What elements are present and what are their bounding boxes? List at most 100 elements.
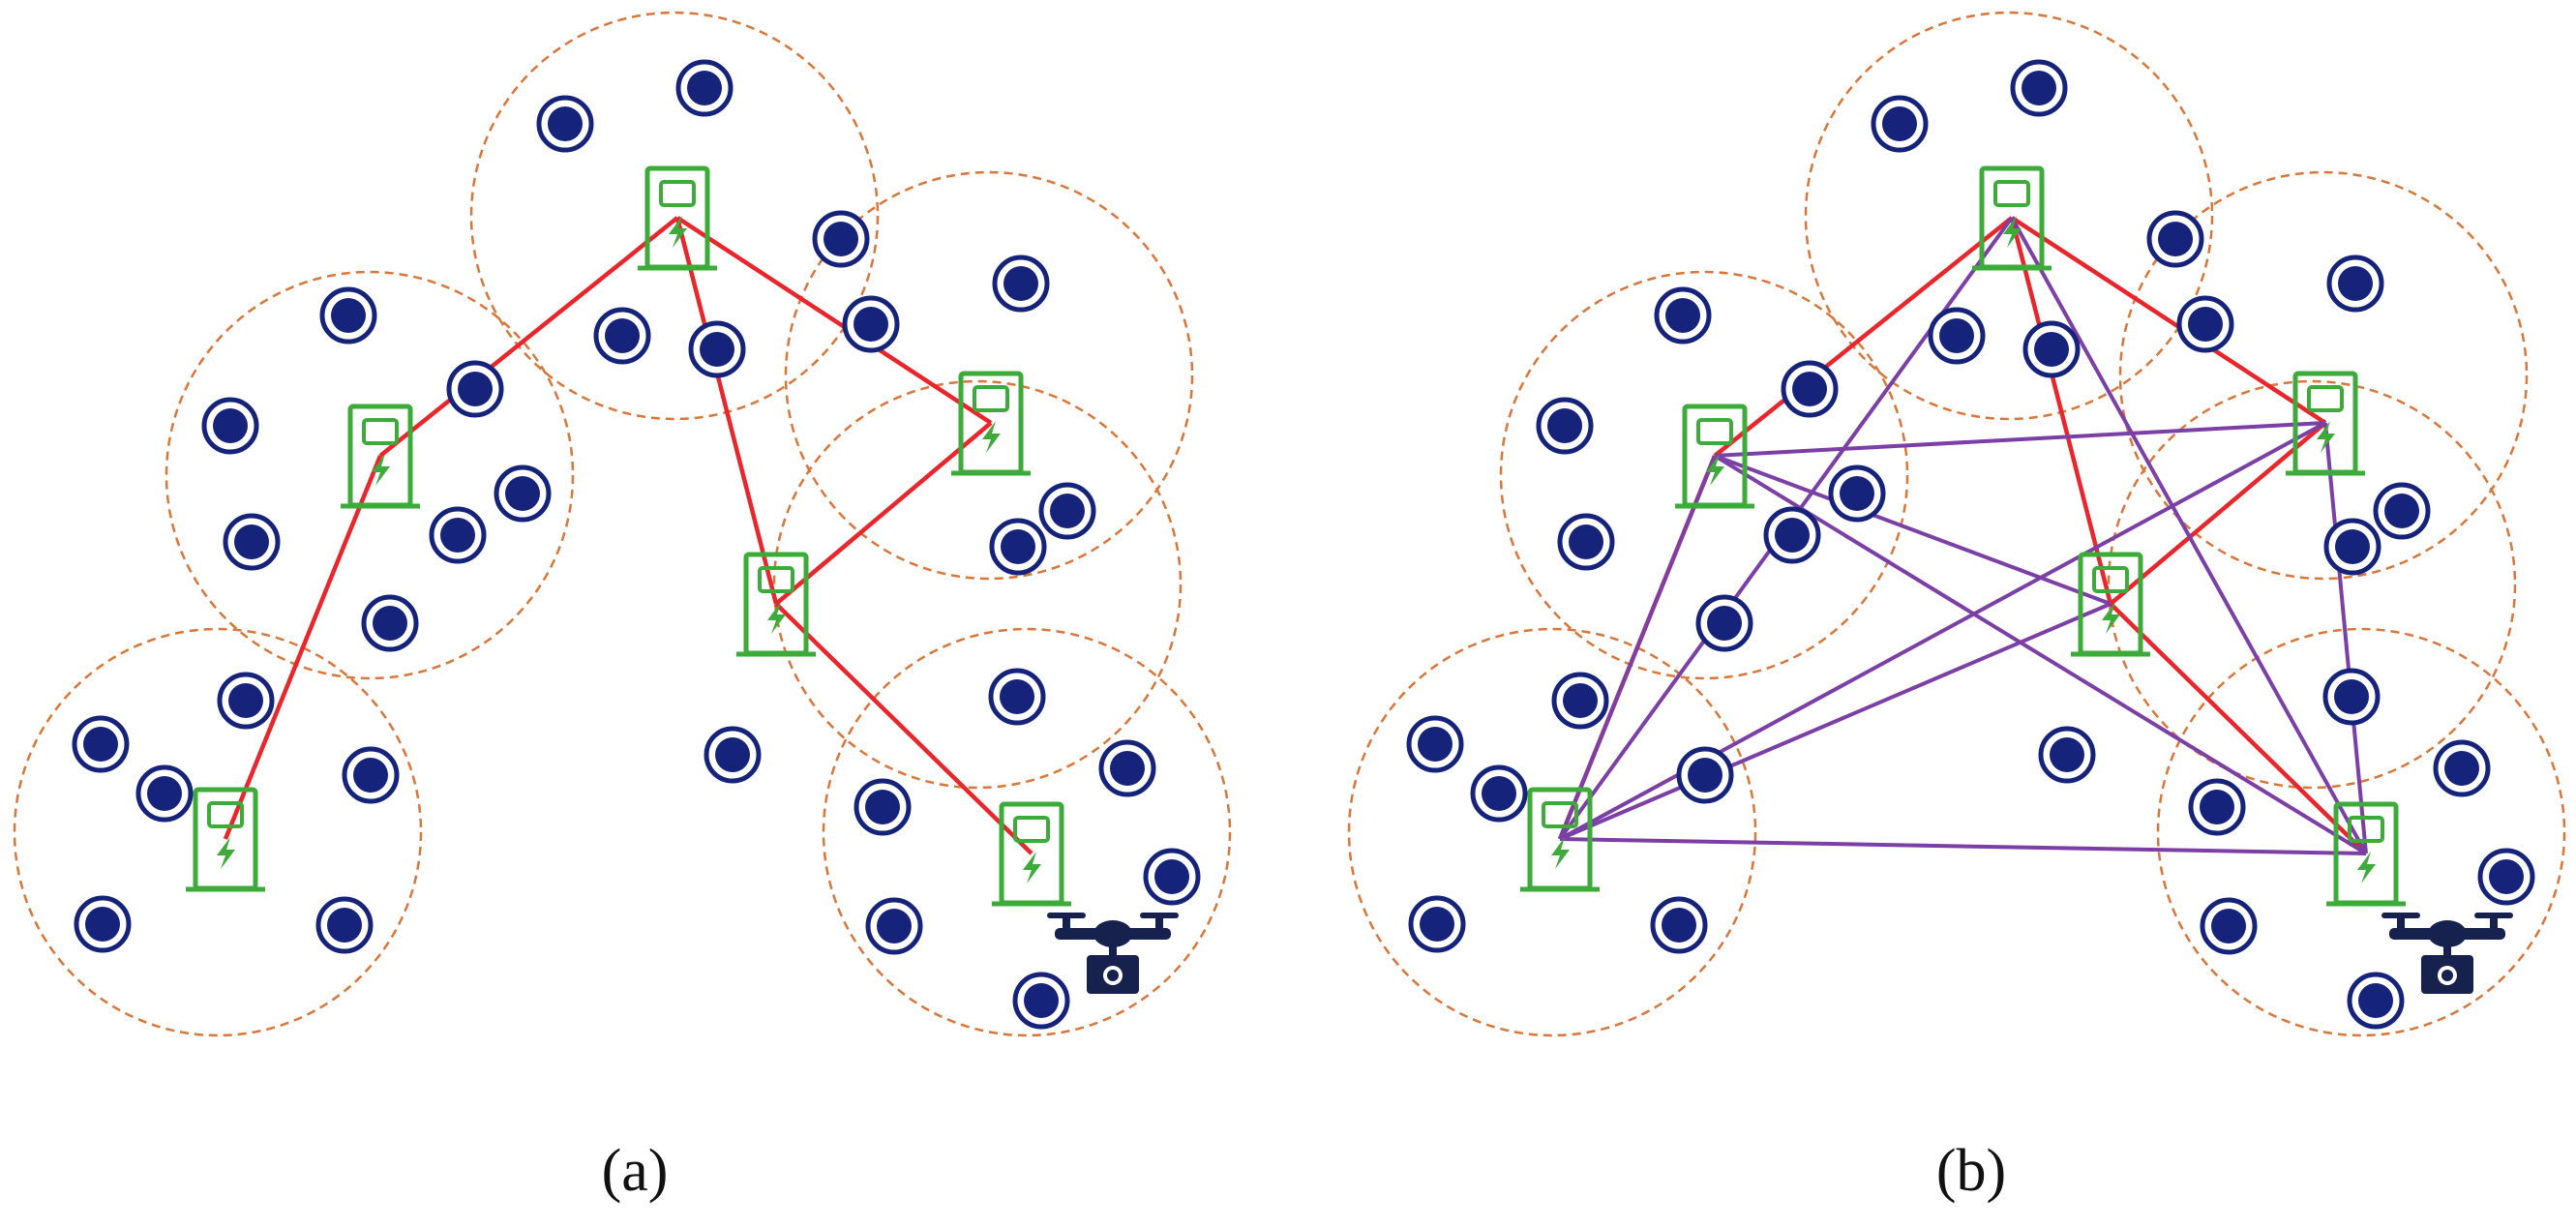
- sensor-node-icon: [342, 746, 400, 804]
- cluster-boundary: [1804, 11, 2214, 421]
- sensor-node-icon: [2322, 668, 2381, 726]
- sensor-node-icon: [988, 668, 1046, 726]
- sensor-node-icon: [2323, 518, 2381, 576]
- sensor-node-icon: [2326, 255, 2384, 313]
- sensor-node-icon: [2146, 210, 2204, 268]
- mesh-link: [1714, 454, 2112, 606]
- cluster-boundary: [2118, 170, 2529, 581]
- tree-link: [674, 217, 779, 605]
- cluster-boundary: [2156, 627, 2566, 1037]
- sensor-node-icon: [812, 210, 870, 268]
- sensor-node-icon: [1654, 286, 1712, 344]
- sensor-node-icon: [319, 286, 377, 344]
- sensor-node-icon: [1408, 895, 1466, 953]
- sensor-node-icon: [2038, 726, 2096, 784]
- tree-link: [774, 602, 1033, 855]
- cluster-boundary: [1499, 270, 1909, 680]
- sensor-node-icon: [675, 59, 734, 117]
- sensor-node-icon: [223, 513, 281, 571]
- cluster-boundary: [784, 170, 1194, 581]
- sensor-node-icon: [989, 518, 1047, 576]
- sensor-node-icon: [2200, 897, 2258, 955]
- charging-station-icon: [1675, 404, 1754, 509]
- tree-link: [2109, 602, 2368, 855]
- tree-link: [223, 455, 383, 840]
- sensor-node-icon: [2347, 972, 2405, 1030]
- sensor-node-icon: [2188, 778, 2246, 836]
- sensor-node-icon: [2010, 59, 2068, 117]
- sensor-node-icon: [1012, 972, 1070, 1030]
- tree-link: [378, 216, 679, 458]
- sensor-node-icon: [1928, 307, 1986, 365]
- tree-link: [1713, 216, 2014, 458]
- sensor-node-icon: [315, 896, 374, 954]
- charging-stations: [186, 165, 1071, 907]
- panel-a-caption: (a): [601, 1138, 669, 1204]
- charging-station-icon: [2286, 371, 2365, 476]
- drone-icon: [1047, 913, 1179, 994]
- panel-b-caption: (b): [1935, 1138, 2007, 1204]
- sensor-node-icon: [361, 594, 419, 652]
- panel-a: [13, 11, 1232, 1037]
- panel-b: [1347, 11, 2566, 1037]
- sensor-node-icon: [72, 715, 130, 773]
- sensor-node-icon: [593, 307, 651, 365]
- sensor-node-icon: [1557, 513, 1615, 571]
- cluster-boundary: [165, 270, 575, 680]
- links: [223, 216, 1033, 855]
- sensor-node-icon: [1536, 397, 1594, 455]
- cluster-ranges: [1347, 11, 2566, 1037]
- charging-station-icon: [341, 404, 420, 509]
- sensor-node-icon: [217, 672, 275, 730]
- charging-station-icon: [186, 787, 265, 892]
- sensor-node-icon: [2022, 320, 2081, 378]
- sensor-node-icon: [74, 895, 132, 953]
- sensor-node-icon: [2477, 848, 2535, 906]
- mesh-link: [1714, 421, 2326, 458]
- sensor-node-icon: [992, 255, 1050, 313]
- tree-link: [2009, 217, 2113, 605]
- sensor-node-icon: [536, 95, 594, 153]
- charging-station-icon: [2326, 801, 2406, 907]
- sensor-node-icon: [1695, 594, 1753, 652]
- sensor-node-icon: [1098, 739, 1156, 797]
- tree-link: [2109, 421, 2327, 606]
- charging-station-icon: [992, 801, 1071, 907]
- sensor-node-icon: [704, 726, 762, 784]
- cluster-boundary: [2107, 379, 2517, 790]
- tree-link: [774, 421, 993, 606]
- sensor-node-icon: [854, 778, 912, 836]
- tree-link: [675, 216, 993, 425]
- mesh-link: [2010, 217, 2368, 854]
- sensor-node-icon: [1406, 715, 1464, 773]
- charging-station-icon: [736, 552, 816, 657]
- sensor-node-icon: [1551, 672, 1609, 730]
- charging-station-icon: [1520, 787, 1600, 892]
- mesh-link: [1713, 454, 2368, 855]
- sensor-node-icon: [135, 764, 194, 823]
- sensor-node-icon: [1650, 896, 1708, 954]
- cluster-boundary: [13, 627, 423, 1037]
- sensor-node-icon: [2433, 739, 2491, 797]
- sensor-node-icon: [1470, 764, 1528, 823]
- sensor-node-icon: [1828, 464, 1886, 523]
- sensor-nodes: [72, 59, 1201, 1030]
- cluster-boundary: [822, 627, 1232, 1037]
- sensor-node-icon: [842, 295, 900, 353]
- sensor-node-icon: [1038, 482, 1096, 540]
- charging-station-icon: [951, 371, 1031, 476]
- charging-station-icon: [638, 165, 717, 271]
- sensor-node-icon: [688, 320, 746, 378]
- charging-station-icon: [1972, 165, 2052, 271]
- cluster-boundary: [772, 379, 1183, 790]
- cluster-boundary: [1347, 627, 1757, 1037]
- sensor-node-icon: [494, 464, 552, 523]
- charging-station-icon: [2071, 552, 2150, 657]
- sensor-node-icon: [865, 897, 923, 955]
- mesh-link: [1559, 421, 2326, 841]
- mesh-link: [1558, 455, 1717, 840]
- cluster-ranges: [13, 11, 1232, 1037]
- charging-stations: [1520, 165, 2406, 907]
- sensor-node-icon: [446, 360, 504, 418]
